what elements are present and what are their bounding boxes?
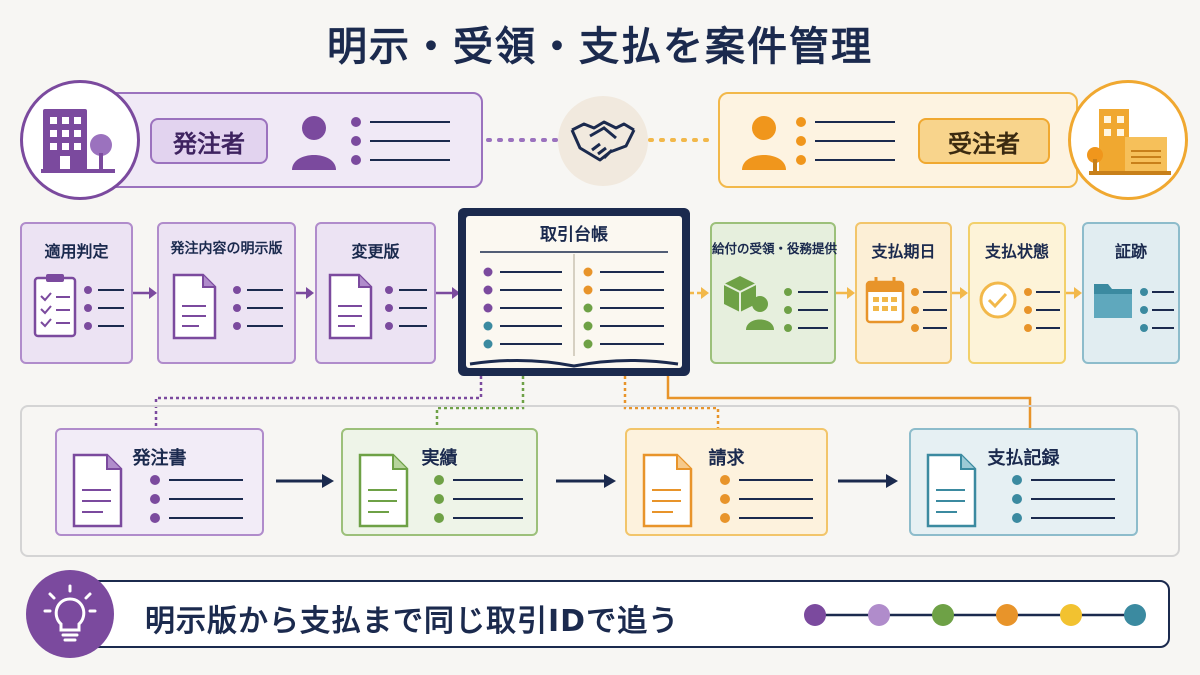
document-icon [926,453,1115,528]
check-circle-icon [979,281,1060,332]
lightbulb-circle [26,570,114,658]
document-icon [172,273,283,340]
contractor-info-list-icon [796,117,895,165]
orderer-avatar-circle [20,80,140,200]
doc-invoice: 請求 [625,428,828,536]
factory-building-icon [1087,109,1171,175]
step-payment-status: 支払状態 [968,222,1066,364]
lightbulb-icon [43,584,97,642]
contractor-label: 受注者 [918,118,1050,164]
transaction-ledger: 取引台帳 [458,208,690,376]
bottom-message: 明示版から支払まで同じ取引IDで追う [145,604,680,639]
open-book-icon [469,251,679,368]
page-title: 明示・受領・支払を案件管理 [327,24,873,70]
step-receipt: 給付の受領・役務提供 [710,222,837,364]
doc-payment-record: 支払記録 [909,428,1138,536]
document-icon [358,453,523,528]
checklist-icon [33,274,124,338]
folder-icon [1094,284,1174,332]
orderer-person-icon [292,116,336,170]
orderer-label: 発注者 [150,118,268,164]
document-icon [72,453,243,528]
orderer-info-list-icon [351,117,450,165]
calendar-icon [865,277,947,332]
transaction-id-chain [804,604,1146,626]
handshake-circle [558,96,648,186]
step-revision: 変更版 [315,222,436,364]
step-explicit-order: 発注内容の明示版 [157,222,296,364]
box-person-icon [723,276,828,332]
document-icon [328,273,427,340]
handshake-icon [570,120,636,162]
contractor-person-icon [742,116,786,170]
document-icon [642,453,813,528]
contractor-avatar-circle [1068,80,1188,200]
doc-purchase-order: 発注書 [55,428,264,536]
documents-panel [20,405,1180,557]
step-applicability: 適用判定 [20,222,133,364]
step-evidence: 証跡 [1082,222,1180,364]
doc-performance: 実績 [341,428,538,536]
step-due-date: 支払期日 [855,222,952,364]
ledger-title: 取引台帳 [540,225,608,245]
office-building-icon [41,109,115,173]
